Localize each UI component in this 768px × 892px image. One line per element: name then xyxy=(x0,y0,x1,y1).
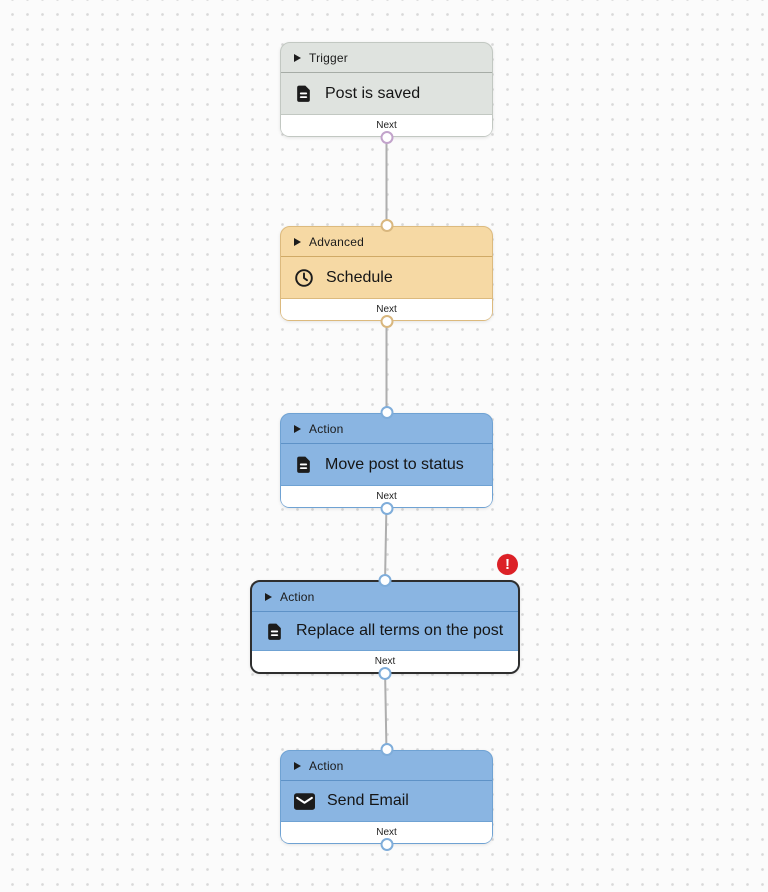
next-port-label: Next xyxy=(376,120,397,131)
error-badge-icon[interactable]: ! xyxy=(497,554,518,575)
node-title: Send Email xyxy=(327,792,409,809)
node-action-replace-all-terms[interactable]: ! Action Replace all terms on the post N… xyxy=(250,554,520,680)
edge-move-post-to-replace-terms[interactable] xyxy=(384,501,388,584)
expand-triangle-icon[interactable] xyxy=(294,761,301,770)
output-handle[interactable] xyxy=(378,667,392,680)
node-header[interactable]: Action xyxy=(281,414,492,444)
expand-triangle-icon[interactable] xyxy=(265,592,272,601)
node-trigger-post-is-saved[interactable]: Trigger Post is saved Next xyxy=(280,42,493,144)
node-footer: Next xyxy=(281,114,492,136)
expand-triangle-icon[interactable] xyxy=(294,53,301,62)
node-title: Move post to status xyxy=(325,455,464,473)
output-handle[interactable] xyxy=(380,502,393,515)
node-footer: Next xyxy=(281,485,492,507)
node-category-label: Action xyxy=(280,589,315,604)
envelope-icon xyxy=(294,792,315,810)
node-footer: Next xyxy=(281,298,492,320)
document-icon xyxy=(294,455,313,474)
node-footer: Next xyxy=(281,821,492,843)
node-title: Schedule xyxy=(326,268,393,286)
node-header[interactable]: Action xyxy=(281,751,492,781)
output-handle[interactable] xyxy=(380,315,393,328)
next-port-label: Next xyxy=(376,304,397,315)
node-footer: Next xyxy=(252,650,518,672)
expand-triangle-icon[interactable] xyxy=(294,424,301,433)
node-category-label: Advanced xyxy=(309,234,364,249)
node-category-label: Action xyxy=(309,758,344,773)
expand-triangle-icon[interactable] xyxy=(294,237,301,246)
output-handle[interactable] xyxy=(380,131,393,144)
node-body: Move post to status xyxy=(281,444,492,485)
next-port-label: Next xyxy=(376,491,397,502)
node-advanced-schedule[interactable]: Advanced Schedule Next xyxy=(280,219,493,328)
node-title: Post is saved xyxy=(325,84,421,102)
node-action-send-email[interactable]: Action Send Email Next xyxy=(280,743,493,851)
document-icon xyxy=(294,84,313,103)
clock-icon xyxy=(294,268,314,288)
input-handle[interactable] xyxy=(380,219,393,232)
next-port-label: Next xyxy=(376,827,397,838)
node-body: Schedule xyxy=(281,257,492,298)
input-handle[interactable] xyxy=(380,743,393,756)
node-category-label: Action xyxy=(309,421,344,436)
node-body: Post is saved xyxy=(281,73,492,114)
node-action-move-post-to-status[interactable]: Action Move post to status Next xyxy=(280,406,493,515)
node-category-label: Trigger xyxy=(309,50,348,65)
node-body: Replace all terms on the post xyxy=(252,612,518,650)
output-handle[interactable] xyxy=(380,838,393,851)
next-port-label: Next xyxy=(374,656,396,667)
node-header[interactable]: Advanced xyxy=(281,227,492,257)
input-handle[interactable] xyxy=(378,574,392,587)
node-title: Replace all terms on the post xyxy=(296,622,504,639)
node-header[interactable]: Trigger xyxy=(281,43,492,73)
node-header[interactable]: Action xyxy=(252,582,518,612)
document-icon xyxy=(265,622,284,641)
node-body: Send Email xyxy=(281,781,492,821)
input-handle[interactable] xyxy=(380,406,393,419)
edge-replace-terms-to-send-email[interactable] xyxy=(384,667,388,754)
